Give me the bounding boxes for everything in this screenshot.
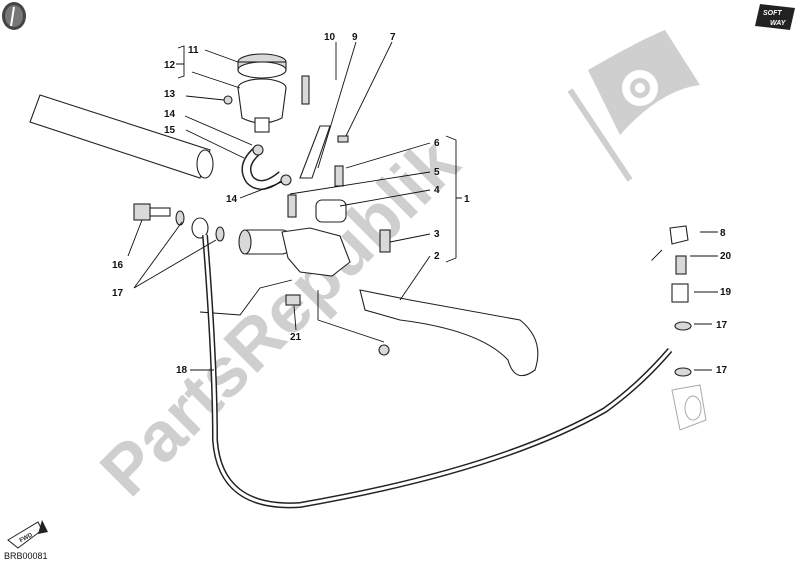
switch-21 xyxy=(285,294,301,306)
slave-fittings xyxy=(651,225,707,431)
callout-20: 20 xyxy=(720,251,732,262)
soft-way-logo: SOFT WAY xyxy=(755,4,795,30)
callout-18: 18 xyxy=(176,365,188,376)
callout-4: 4 xyxy=(434,185,440,196)
callout-2: 2 xyxy=(434,251,440,262)
callout-5: 5 xyxy=(434,167,440,178)
gear-flag-watermark-icon xyxy=(567,30,700,182)
callout-16: 16 xyxy=(112,260,124,271)
reservoir xyxy=(237,53,287,133)
callout-7: 7 xyxy=(390,32,396,43)
logo-text-soft: SOFT xyxy=(763,10,782,17)
info-badge-icon xyxy=(2,2,26,30)
callout-13: 13 xyxy=(164,89,176,100)
master-cylinder xyxy=(238,194,391,277)
banjo-bolt xyxy=(133,203,225,242)
screw-5 xyxy=(334,165,344,187)
callout-19: 19 xyxy=(720,287,732,298)
callout-15: 15 xyxy=(164,125,176,136)
callout-1: 1 xyxy=(464,194,470,205)
watermark: PartsRepublik xyxy=(85,30,700,511)
screw-13 xyxy=(223,95,233,105)
logo-text-way: WAY xyxy=(770,20,787,27)
callout-17a: 17 xyxy=(112,288,124,299)
fwd-arrow-icon: FWD xyxy=(7,520,48,549)
callout-6: 6 xyxy=(434,138,440,149)
handlebar xyxy=(29,94,214,179)
callout-17c: 17 xyxy=(716,365,728,376)
callout-21: 21 xyxy=(290,332,302,343)
callout-14a: 14 xyxy=(164,109,176,120)
callout-14b: 14 xyxy=(226,194,238,205)
callout-10: 10 xyxy=(324,32,336,43)
reservoir-hose xyxy=(241,144,292,190)
switch-wire xyxy=(199,279,293,316)
reservoir-bracket xyxy=(299,75,349,179)
clutch-lever xyxy=(359,289,539,377)
callout-12: 12 xyxy=(164,60,176,71)
callout-11: 11 xyxy=(188,45,199,56)
callout-17b: 17 xyxy=(716,320,728,331)
callout-9: 9 xyxy=(352,32,358,43)
leader-lines xyxy=(127,41,718,371)
drawing-code: BRB00081 xyxy=(4,551,48,561)
callout-8: 8 xyxy=(720,228,726,239)
callout-labels: 11 12 13 14 15 14 10 9 7 6 5 4 1 3 2 16 … xyxy=(112,32,732,376)
callout-3: 3 xyxy=(434,229,440,240)
